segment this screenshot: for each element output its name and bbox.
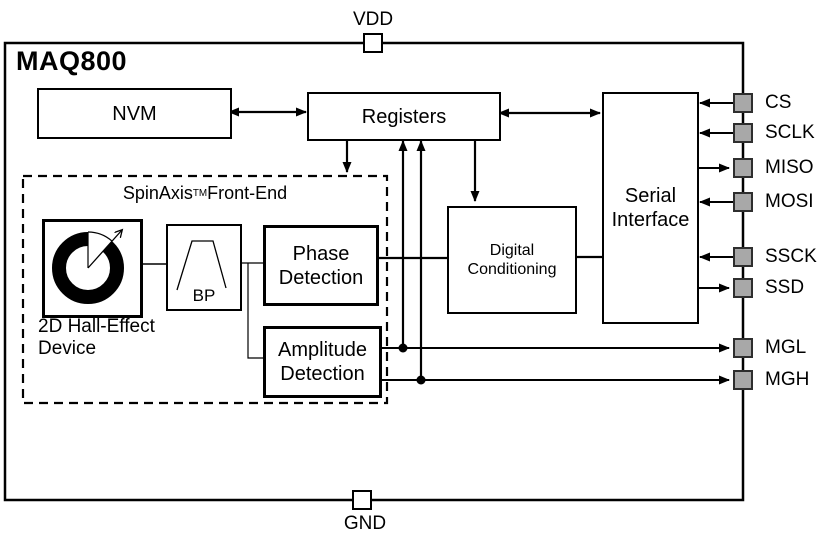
rotating-magnet-icon (52, 223, 124, 304)
pin-square-miso (733, 158, 753, 178)
vdd-pin-square (363, 33, 383, 53)
pin-label-sclk: SCLK (765, 122, 815, 143)
pin-square-mgh (733, 370, 753, 390)
gnd-pin-label: GND (343, 513, 387, 534)
conn-bp-amplitude (247, 263, 263, 359)
hall-device-block (42, 219, 143, 318)
front-end-title-tm: TM (192, 187, 208, 199)
pin-label-miso: MISO (765, 157, 814, 178)
pin-label-ssd: SSD (765, 277, 805, 298)
nvm-block: NVM (37, 88, 232, 139)
bp-filter-label: BP (192, 285, 216, 305)
pin-label-cs: CS (765, 92, 792, 113)
registers-label: Registers (361, 105, 447, 128)
phase-detection-label: Phase Detection (278, 242, 364, 289)
pin-label-mgl: MGL (765, 337, 807, 358)
pin-square-mgl (733, 338, 753, 358)
junction-dot-mgl (398, 343, 408, 353)
front-end-dashed-border (21, 174, 389, 405)
junction-dot-mgh (416, 375, 426, 385)
vdd-pin-label: VDD (352, 9, 394, 30)
digital-conditioning-block: Digital Conditioning (447, 206, 577, 314)
pin-square-sclk (733, 123, 753, 143)
pin-label-ssck: SSCK (765, 246, 817, 267)
serial-interface-block: Serial Interface (602, 92, 699, 324)
pin-square-ssck (733, 247, 753, 267)
digital-conditioning-label: Digital Conditioning (467, 241, 557, 278)
nvm-label: NVM (112, 102, 157, 125)
pin-label-mgh: MGH (765, 369, 810, 390)
chip-title: MAQ800 (16, 46, 128, 76)
registers-block: Registers (307, 92, 501, 141)
front-end-title-rest: Front-End (207, 182, 288, 203)
bandpass-filter-icon (176, 240, 227, 291)
pin-square-cs (733, 93, 753, 113)
amplitude-detection-block: Amplitude Detection (263, 326, 382, 398)
pin-square-ssd (733, 278, 753, 298)
gnd-pin-square (352, 490, 372, 510)
pin-square-mosi (733, 192, 753, 212)
bp-filter-block: BP (166, 224, 242, 311)
phase-detection-block: Phase Detection (263, 225, 379, 306)
pin-label-mosi: MOSI (765, 191, 814, 212)
serial-interface-label: Serial Interface (611, 185, 690, 231)
amplitude-detection-label: Amplitude Detection (278, 339, 367, 385)
hall-device-label: 2D Hall-Effect Device (38, 316, 155, 359)
front-end-title-main: SpinAxis (122, 182, 193, 203)
